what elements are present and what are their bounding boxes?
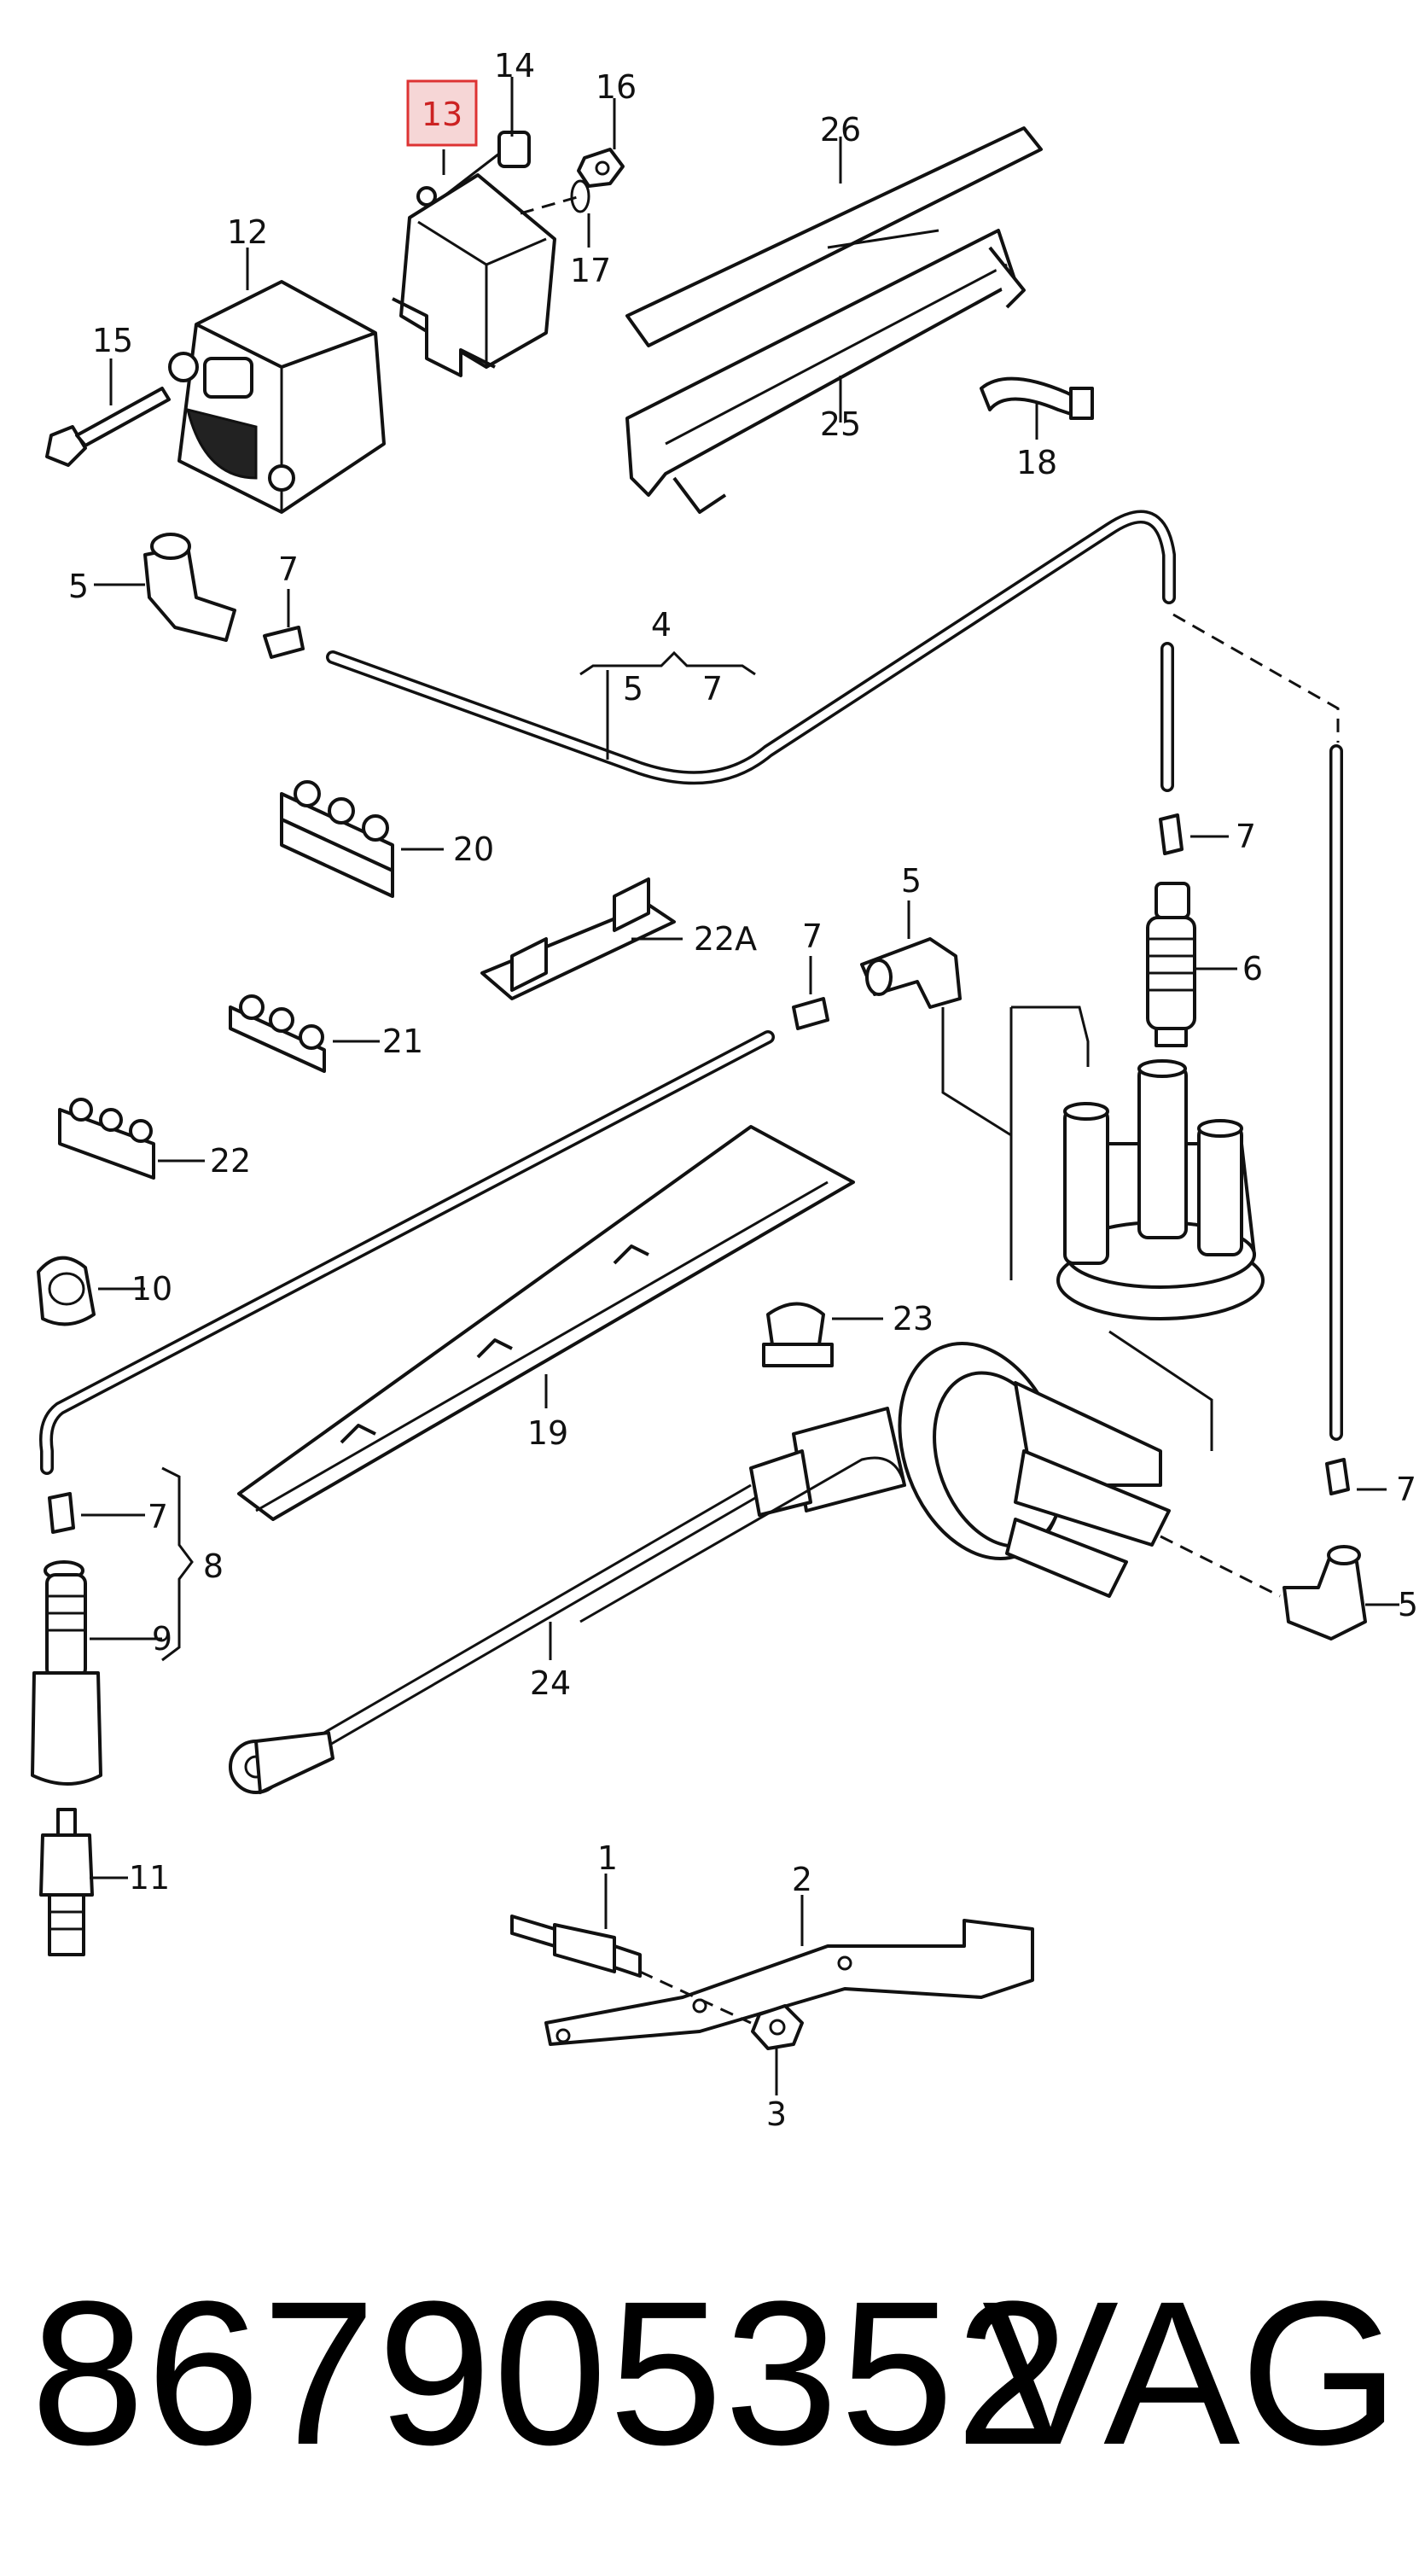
callout-4-sub-7: 7 — [702, 670, 723, 708]
clip-18 — [980, 376, 1094, 420]
callout-7-left: 7 — [148, 1498, 168, 1536]
callout-18: 18 — [1016, 444, 1057, 481]
callout-24: 24 — [530, 1664, 571, 1702]
spark-plug-11 — [39, 1808, 94, 1956]
sensor-1 — [510, 1915, 642, 1978]
callout-7-right-top: 7 — [1236, 818, 1256, 855]
clip-22a — [480, 877, 676, 1000]
callout-12: 12 — [227, 213, 268, 251]
callout-15: 15 — [92, 322, 133, 359]
callout-8: 8 — [203, 1547, 224, 1585]
highlight-box-13 — [406, 79, 478, 147]
callout-25: 25 — [820, 405, 861, 443]
part-number: 867905352 — [31, 2258, 1072, 2487]
elbow-connector-right — [1282, 1545, 1367, 1641]
spark-plug-connector-6 — [1146, 882, 1196, 1047]
callout-16: 16 — [596, 68, 637, 106]
callout-17: 17 — [570, 252, 611, 289]
callout-20: 20 — [453, 830, 494, 868]
clip-23 — [762, 1302, 834, 1367]
callout-11: 11 — [129, 1859, 170, 1897]
callout-14: 14 — [494, 47, 535, 85]
callout-5-top: 5 — [68, 568, 89, 605]
callout-19: 19 — [527, 1414, 568, 1452]
elbow-connector-middle — [860, 937, 962, 1009]
callout-3: 3 — [766, 2095, 787, 2133]
callout-13: 13 — [422, 96, 462, 133]
control-unit — [392, 173, 556, 377]
callout-5-middle: 5 — [901, 862, 922, 900]
callout-23: 23 — [893, 1300, 934, 1338]
callout-26: 26 — [820, 111, 861, 149]
elbow-connector-left — [143, 533, 236, 642]
seal-strip-19 — [237, 1125, 855, 1521]
distributor-cap-lower — [898, 1342, 1171, 1598]
bolt-15 — [45, 387, 171, 467]
brand-name: VAG — [981, 2258, 1399, 2487]
callout-4: 4 — [651, 606, 672, 644]
callout-7-right-bottom: 7 — [1396, 1471, 1416, 1508]
nut-16 — [577, 148, 625, 188]
leader-lines — [81, 77, 1399, 2095]
clip-20 — [280, 780, 394, 898]
callout-21: 21 — [382, 1023, 423, 1060]
callout-9: 9 — [152, 1620, 172, 1658]
callout-labels: 13 14 16 17 12 15 26 25 18 5 7 4 5 7 20 … — [68, 47, 1418, 2133]
spark-plug-connector-9 — [31, 1560, 102, 1786]
clip-21 — [229, 994, 326, 1073]
nut-3 — [639, 1970, 804, 2050]
callout-10: 10 — [131, 1270, 172, 1308]
bolt-14 — [443, 131, 531, 198]
callout-7-top: 7 — [278, 551, 299, 588]
cover-26 — [625, 126, 1043, 347]
callout-6: 6 — [1242, 950, 1263, 988]
distributor-cap-upper — [1056, 1059, 1265, 1320]
callout-22: 22 — [210, 1142, 251, 1180]
cable-24 — [229, 1407, 906, 1794]
footer: 867905352 VAG — [0, 2236, 1425, 2544]
clip-10 — [37, 1256, 96, 1326]
callout-5-right: 5 — [1398, 1586, 1418, 1623]
bracket-2 — [544, 1919, 1034, 2046]
sleeve-7-top — [263, 626, 305, 659]
callout-1: 1 — [597, 1839, 618, 1877]
callout-4-sub-5: 5 — [623, 670, 643, 708]
washer-17 — [520, 179, 590, 215]
bracket-25 — [625, 229, 1026, 514]
callout-22a: 22A — [694, 920, 757, 958]
callout-7-middle: 7 — [802, 918, 823, 955]
ignition-coil — [168, 280, 386, 514]
callout-2: 2 — [792, 1861, 812, 1898]
parts-diagram: 13 14 16 17 12 15 26 25 18 5 7 4 5 7 20 … — [31, 47, 1418, 2133]
clip-22 — [58, 1098, 155, 1180]
